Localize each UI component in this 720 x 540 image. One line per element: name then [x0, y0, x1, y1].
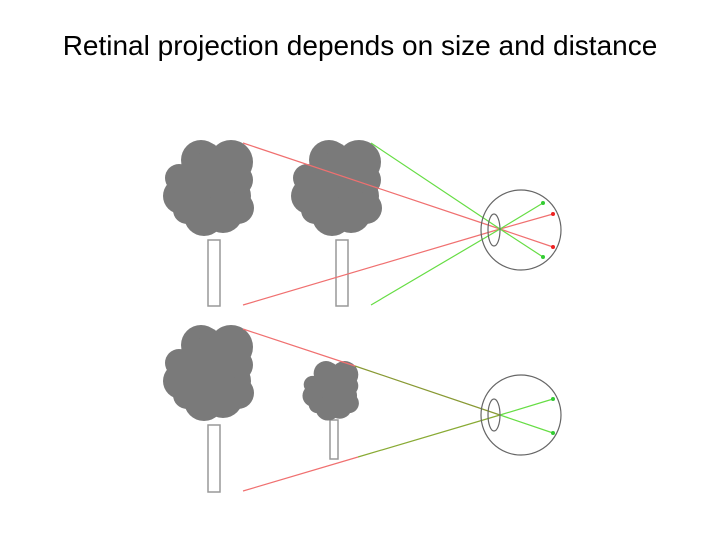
small-tree	[302, 361, 359, 460]
overlap-ray-top	[354, 365, 501, 416]
light-rays	[242, 142, 555, 306]
large-near-tree	[163, 325, 254, 493]
eyeball	[480, 189, 562, 271]
slide-title: Retinal projection depends on size and d…	[62, 30, 658, 61]
green-ray-top	[370, 142, 544, 258]
green-ray-bottom	[370, 202, 544, 306]
far-tree	[291, 140, 382, 307]
green-ray-top-inside	[499, 414, 554, 434]
bottom-scene	[163, 325, 562, 493]
eyeball	[480, 374, 562, 456]
red-ray-top	[242, 328, 356, 367]
eye	[480, 374, 562, 456]
near-tree	[163, 140, 254, 307]
tree-trunk	[207, 424, 221, 493]
tree-canopy	[163, 325, 254, 421]
eye-lens	[487, 213, 501, 247]
tree-canopy	[291, 140, 382, 236]
top-scene	[163, 140, 562, 307]
red-ray-top	[242, 142, 554, 248]
tree-canopy	[302, 361, 359, 421]
red-ray-bottom	[242, 456, 359, 492]
tree-trunk	[207, 239, 221, 307]
green-ray-bottom-inside	[499, 398, 554, 416]
overlap-ray-bottom	[357, 414, 501, 458]
eye-lens	[487, 398, 501, 432]
tree-trunk	[335, 239, 349, 307]
red-ray-bottom	[242, 213, 554, 306]
light-rays	[242, 328, 555, 492]
eye	[480, 189, 562, 271]
tree-trunk	[329, 419, 339, 460]
tree-canopy	[163, 140, 254, 236]
